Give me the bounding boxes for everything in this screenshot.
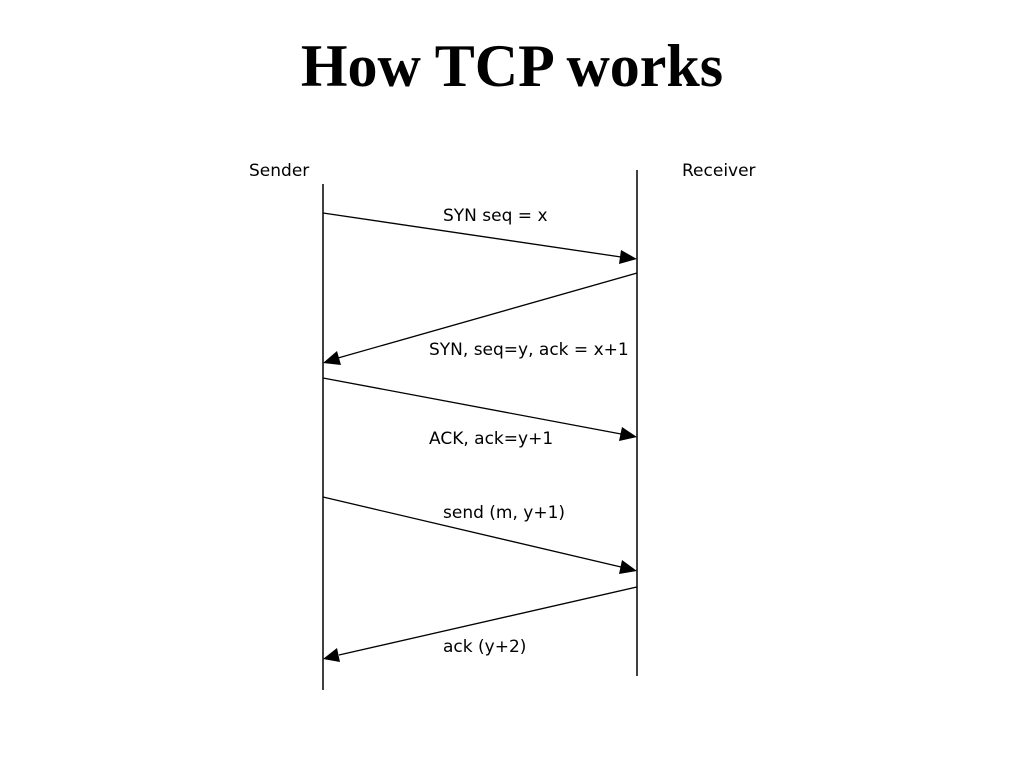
message-syn-arrowhead: [619, 250, 637, 264]
sender-label: Sender: [249, 161, 309, 181]
message-ack-data: ack (y+2): [323, 586, 638, 662]
message-ack-data-label: ack (y+2): [443, 637, 526, 657]
message-ack-data-line: [338, 586, 638, 656]
message-ack-label: ACK, ack=y+1: [429, 429, 553, 449]
message-send-label: send (m, y+1): [443, 503, 565, 523]
message-syn-ack-line: [337, 272, 638, 359]
message-ack-line: [322, 377, 622, 435]
message-send: send (m, y+1): [322, 496, 637, 574]
message-ack: ACK, ack=y+1: [322, 377, 637, 449]
message-syn-ack: SYN, seq=y, ack = x+1: [323, 272, 638, 365]
message-send-arrowhead: [619, 560, 637, 574]
message-syn-ack-arrowhead: [323, 351, 341, 365]
message-ack-arrowhead: [619, 427, 637, 441]
message-syn-line: [322, 212, 622, 258]
message-syn-ack-label: SYN, seq=y, ack = x+1: [429, 340, 629, 360]
message-ack-data-arrowhead: [323, 648, 340, 662]
message-syn-label: SYN seq = x: [443, 206, 548, 226]
receiver-label: Receiver: [682, 161, 756, 181]
slide-title: How TCP works: [300, 33, 724, 99]
message-send-line: [322, 496, 622, 568]
message-syn: SYN seq = x: [322, 206, 637, 264]
